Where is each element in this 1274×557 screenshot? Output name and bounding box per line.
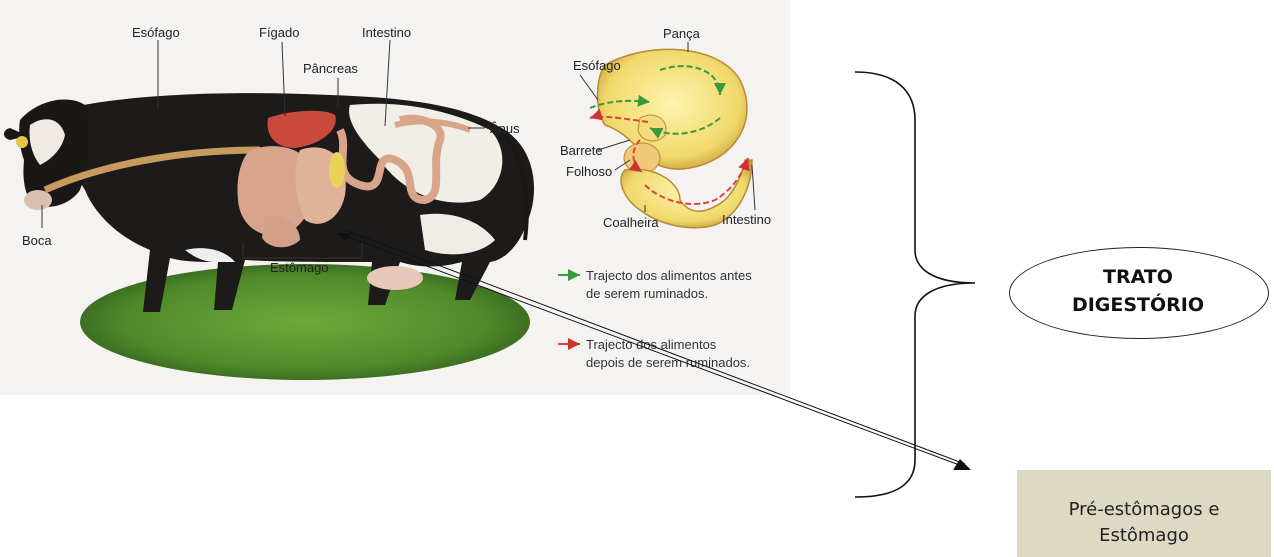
pointer-arrow [338, 230, 971, 470]
callout-text: TRATO DIGESTÓRIO [1009, 263, 1267, 319]
callout-line2: DIGESTÓRIO [1009, 291, 1267, 319]
box-line2: Estômago [1017, 523, 1271, 549]
box-text: Pré-estômagos e Estômago [1017, 497, 1271, 549]
box-line1: Pré-estômagos e [1017, 497, 1271, 523]
callout-line1: TRATO [1009, 263, 1267, 291]
trato-digestorio-callout: TRATO DIGESTÓRIO [1009, 247, 1271, 339]
pre-estomagos-box: Pré-estômagos e Estômago [1017, 470, 1271, 557]
